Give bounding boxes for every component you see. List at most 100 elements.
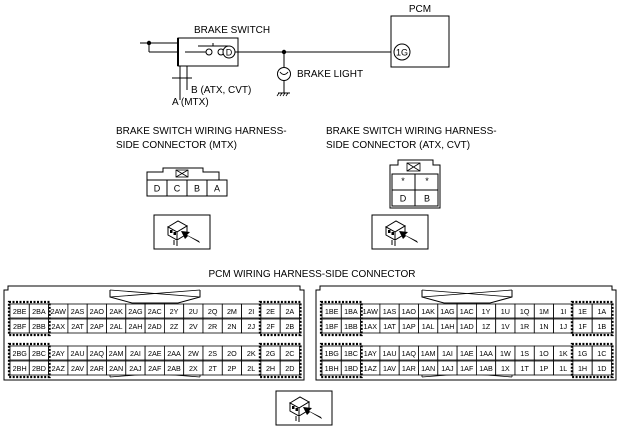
pcm-right-terminal-label: 1AT	[383, 322, 396, 331]
pcm-right-terminal-label: 1BF	[325, 322, 339, 331]
pcm-right-terminal-label: 1BC	[344, 349, 358, 358]
pcm-right-terminal-label: 1BE	[325, 307, 339, 316]
pcm-right-terminal-label: 1D	[597, 364, 606, 373]
pcm-box: 1G	[390, 15, 450, 68]
pcm-left-terminal-label: 2AB	[167, 364, 181, 373]
pcm-right-terminal-label: 1V	[501, 322, 510, 331]
pcm-left-terminal-label: 2H	[266, 364, 275, 373]
pcm-left-terminal-label: 2L	[247, 364, 255, 373]
pcm-left-terminal-label: 2AZ	[52, 364, 66, 373]
pcm-right-terminal-guard	[570, 342, 614, 379]
pcm-right-terminal-label: 1J	[559, 322, 567, 331]
pcm-left-terminal-label: 2AP	[90, 322, 104, 331]
pcm-right-terminal-label: 1AQ	[402, 349, 417, 358]
mtx-pin: D	[154, 184, 161, 194]
pcm-left-terminal-guard	[7, 300, 51, 337]
pcm-left-terminal-label: 2AD	[148, 322, 162, 331]
pcm-right-terminal-label: 1AU	[383, 349, 397, 358]
circuit-section: D BRAKE SWITCH B (ATX, CVT) A (MTX) BRAK…	[140, 4, 450, 108]
pcm-right-terminal-label: 1AI	[442, 349, 453, 358]
pcm-right-terminal-label: 1AG	[440, 307, 455, 316]
pcm-right-terminal-label: 1U	[501, 307, 510, 316]
mtx-connector-title-line1: BRAKE SWITCH WIRING HARNESS-	[116, 126, 287, 137]
pcm-connector-title: PCM WIRING HARNESS-SIDE CONNECTOR	[208, 269, 415, 280]
pcm-right-terminal-label: 1AM	[421, 349, 436, 358]
pcm-right-terminal-label: 1AZ	[364, 364, 378, 373]
pcm-left-terminal-label: 2AV	[71, 364, 84, 373]
pcm-right-terminal-label: 1AY	[364, 349, 377, 358]
pcm-right-terminal-label: 1AF	[460, 364, 474, 373]
pcm-left-terminal-label: 2BF	[13, 322, 27, 331]
pcm-right-terminal-label: 1R	[520, 322, 529, 331]
connector-view-icon	[275, 390, 333, 426]
pcm-left-terminal-label: 2F	[266, 322, 275, 331]
mtx-pin: C	[174, 184, 181, 194]
pcm-right-terminal-label: 1N	[539, 322, 548, 331]
pcm-left-terminal-label: 2AI	[130, 349, 141, 358]
pcm-left-terminal-label: 2C	[285, 349, 294, 358]
pcm-right-terminal-label: 1O	[539, 349, 549, 358]
pcm-right-terminal-label: 1H	[578, 364, 587, 373]
mtx-pin: A	[214, 184, 220, 194]
pcm-left-terminal-label: 2E	[266, 307, 275, 316]
pcm-right-terminal-label: 1AD	[460, 322, 474, 331]
pcm-left-terminal-label: 2BB	[32, 322, 46, 331]
pcm-left-terminal-label: 2BH	[13, 364, 27, 373]
pcm-left-terminal-label: 2AQ	[90, 349, 105, 358]
pcm-left-terminal-label: 2T	[208, 364, 217, 373]
pcm-left-terminal-label: 2N	[227, 322, 236, 331]
pcm-right-terminal-label: 1BH	[325, 364, 339, 373]
pcm-left-terminal-label: 2AR	[90, 364, 104, 373]
pcm-left-terminal-label: 2W	[188, 349, 199, 358]
pcm-left-terminal-label: 2V	[189, 322, 198, 331]
atx-connector-title-line1: BRAKE SWITCH WIRING HARNESS-	[326, 126, 497, 137]
pcm-left-terminal-label: 2AW	[51, 307, 67, 316]
pcm-left-terminal-label: 2AJ	[129, 364, 142, 373]
atx-top-pin: *	[401, 176, 405, 186]
atx-top-pin: *	[425, 176, 429, 186]
pcm-right-terminal-label: 1L	[559, 364, 567, 373]
connector-view-icon	[371, 214, 429, 250]
pcm-left-terminal-label: 2BG	[12, 349, 27, 358]
pcm-right-terminal-label: 1AE	[460, 349, 474, 358]
pcm-right-terminal-label: 1AS	[383, 307, 397, 316]
terminal-1g-label: 1G	[396, 48, 408, 58]
mtx-connector-section: BRAKE SWITCH WIRING HARNESS- SIDE CONNEC…	[116, 126, 287, 250]
pcm-right-terminal-label: 1AO	[402, 307, 417, 316]
pcm-right-terminal-label: 1AJ	[441, 364, 454, 373]
pcm-left-terminal-label: 2BE	[13, 307, 27, 316]
pcm-left-terminal-label: 2BC	[32, 349, 46, 358]
pcm-right-terminal-label: 1AN	[421, 364, 435, 373]
pcm-left-terminal-label: 2K	[247, 349, 256, 358]
pcm-left-terminal-label: 2G	[266, 349, 276, 358]
pcm-right-terminal-label: 1AW	[363, 307, 379, 316]
pcm-right-terminal-label: 1AA	[479, 349, 493, 358]
pcm-left-terminal-label: 2BD	[32, 364, 46, 373]
pcm-left-terminal-guard	[258, 300, 302, 337]
pcm-left-terminal-label: 2I	[248, 307, 254, 316]
pcm-right-terminal-label: 1AK	[421, 307, 435, 316]
pcm-left-terminal-label: 2AN	[109, 364, 123, 373]
pcm-right-terminal-label: 1S	[520, 349, 529, 358]
pcm-left-terminal-label: 2Q	[208, 307, 218, 316]
pcm-right-terminal-label: 1BG	[324, 349, 339, 358]
pcm-right-terminal-label: 1AV	[383, 364, 396, 373]
pcm-right-terminal-label: 1X	[501, 364, 510, 373]
pcm-right-terminal-guard	[319, 300, 363, 337]
pcm-right-terminal-label: 1M	[539, 307, 549, 316]
connector-view-icon	[153, 214, 211, 250]
pcm-right-terminal-label: 1P	[540, 364, 549, 373]
pcm-left-terminal-label: 2AM	[109, 349, 124, 358]
pcm-left-terminal-label: 2AO	[90, 307, 105, 316]
brake-switch-label: BRAKE SWITCH	[194, 25, 270, 36]
pcm-right-terminal-label: 1F	[578, 322, 587, 331]
pcm-left-terminal-label: 2M	[227, 307, 237, 316]
pcm-left-terminal-label: 2AU	[71, 349, 85, 358]
pcm-left-terminal-label: 2D	[285, 364, 294, 373]
pcm-left-terminal-label: 2AX	[51, 322, 65, 331]
pcm-left-terminal-label: 2AY	[52, 349, 65, 358]
pcm-right-terminal-label: 1Q	[520, 307, 530, 316]
mtx-connector-title-line2: SIDE CONNECTOR (MTX)	[116, 140, 237, 151]
